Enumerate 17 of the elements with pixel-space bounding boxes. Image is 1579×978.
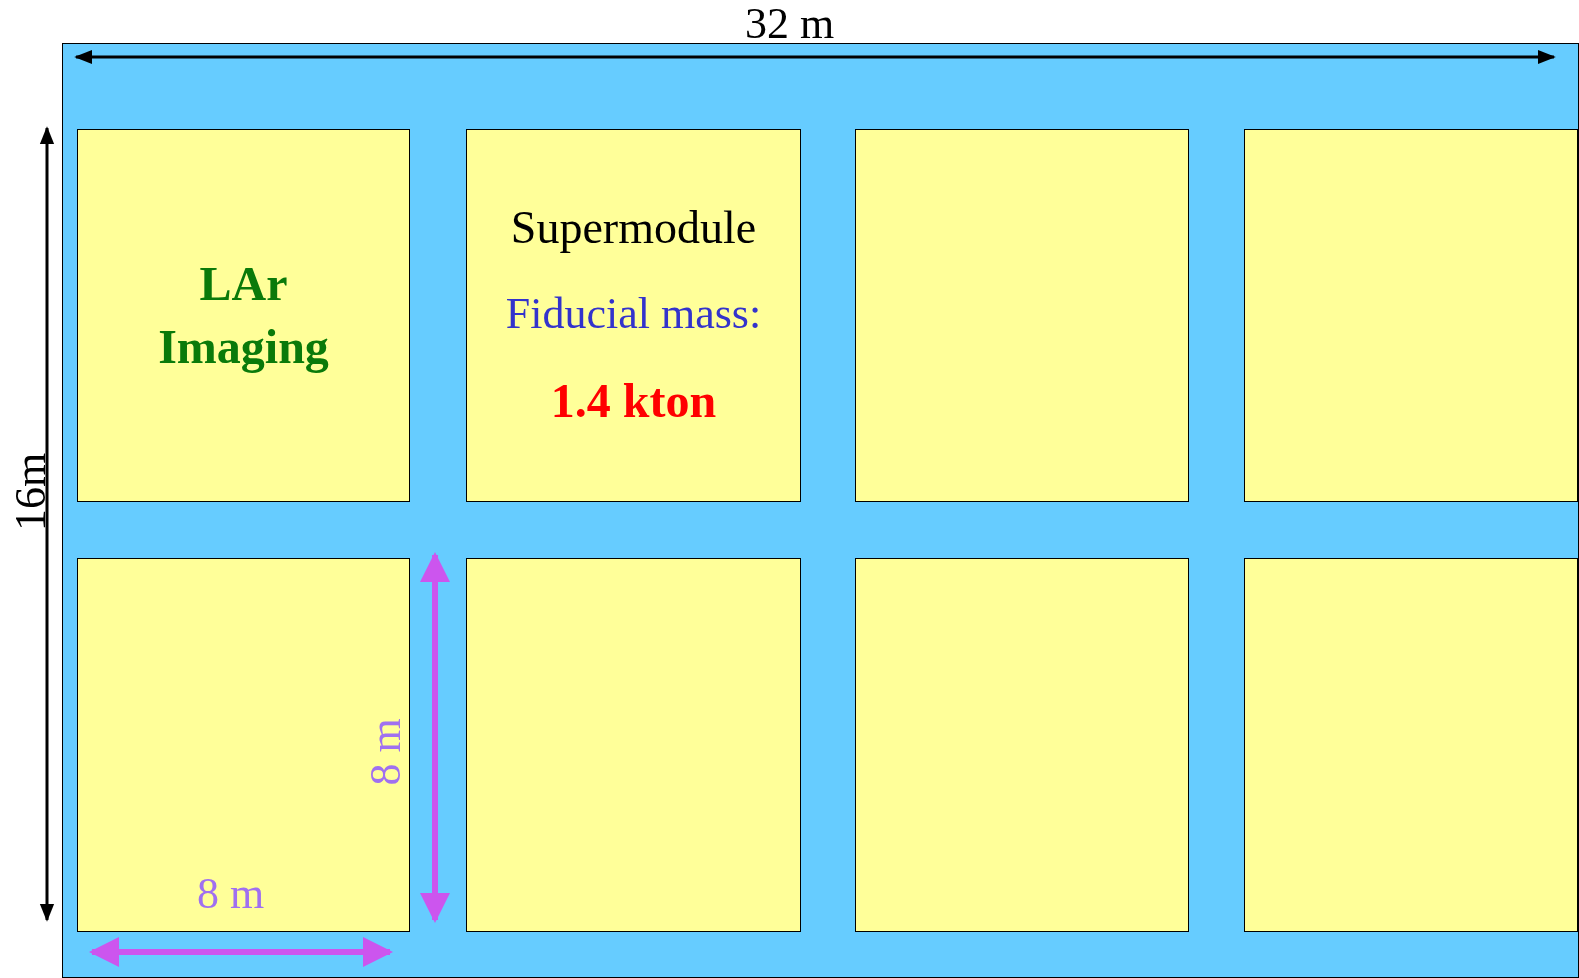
module-box — [855, 558, 1189, 932]
tank-outline — [62, 43, 1579, 978]
module-label: LAr Imaging — [157, 256, 330, 375]
module-text: Supermodule — [510, 201, 757, 256]
module-text: Fiducial mass: — [505, 287, 762, 340]
dimension-label: 16m — [9, 452, 54, 532]
dimension-label: 8 m — [197, 872, 265, 916]
module-box — [77, 129, 410, 502]
module-box — [77, 558, 410, 932]
dimension-label: 8 m — [363, 718, 408, 786]
dimension-label: 32 m — [745, 2, 835, 46]
module-box — [1244, 558, 1578, 932]
module-box — [855, 129, 1189, 502]
module-box — [466, 558, 801, 932]
module-box — [466, 129, 801, 502]
module-box — [1244, 129, 1578, 502]
module-text: 1.4 kton — [550, 373, 717, 430]
